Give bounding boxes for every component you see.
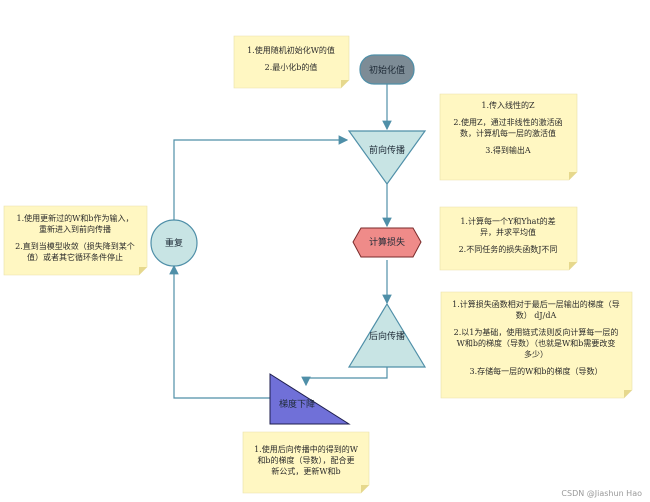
connectors bbox=[169, 84, 392, 399]
arrow-backward-to-descent bbox=[301, 367, 388, 387]
note-line: 1.计算损失函数相对于最后一层输出的梯度（导 bbox=[452, 299, 620, 309]
note-backward-text: 1.计算损失函数相对于最后一层输出的梯度（导数） dJ/dA 2.以1为基础，使用… bbox=[452, 299, 620, 376]
note-loss-text: 1.计算每一个Y和Yhat的差异，并求平均值 2.不同任务的损失函数J不同 bbox=[459, 216, 558, 254]
note-line: 和b的梯度（导数），配合更 bbox=[257, 455, 354, 465]
note-line: 数，计算机每一层的激活值 bbox=[460, 128, 556, 138]
note-forward: 1.传入线性的Z 2.使用Z，通过非线性的激活函数，计算机每一层的激活值 3.得到输… bbox=[439, 93, 578, 181]
note-line: 1.使用后向传播中的得到的W bbox=[254, 444, 359, 454]
note-line: 3.得到输出A bbox=[485, 145, 531, 155]
arrow-descent-to-repeat bbox=[169, 264, 270, 399]
note-init-text: 1.使用随机初始化W的值 2.最小化b的值 bbox=[247, 45, 335, 72]
node-repeat-label: 重复 bbox=[165, 237, 183, 249]
note-repeat-text: 1.使用更新过的W和b作为输入，重新进入到前向传播 2.直到当模型收敛（损失降到某… bbox=[15, 213, 135, 262]
note-line: 1.计算每一个Y和Yhat的差 bbox=[460, 216, 555, 226]
note-line: 3.存储每一层的W和b的梯度（导数） bbox=[470, 366, 603, 376]
node-loss[interactable]: 计算损失 bbox=[352, 227, 422, 258]
note-forward-text: 1.传入线性的Z 2.使用Z，通过非线性的激活函数，计算机每一层的激活值 3.得到输… bbox=[453, 100, 562, 155]
note-init: 1.使用随机初始化W的值 2.最小化b的值 bbox=[233, 35, 350, 89]
node-forward[interactable]: 前向传播 bbox=[347, 130, 427, 186]
note-repeat: 1.使用更新过的W和b作为输入，重新进入到前向传播 2.直到当模型收敛（损失降到某… bbox=[3, 205, 148, 276]
note-line: 异，并求平均值 bbox=[480, 227, 536, 237]
node-init[interactable]: 初始化值 bbox=[359, 54, 415, 85]
note-line: 重新进入到前向传播 bbox=[39, 224, 111, 234]
node-init-label: 初始化值 bbox=[369, 64, 405, 76]
note-line: 2.最小化b的值 bbox=[265, 62, 318, 72]
note-line: 新公式，更新W和b bbox=[271, 466, 340, 476]
note-line: 1.使用更新过的W和b作为输入， bbox=[17, 213, 134, 223]
note-backward: 1.计算损失函数相对于最后一层输出的梯度（导数） dJ/dA 2.以1为基础，使用… bbox=[440, 291, 633, 399]
note-line: 多少） bbox=[524, 349, 548, 359]
node-backward-label: 后向传播 bbox=[369, 330, 405, 342]
node-forward-label: 前向传播 bbox=[369, 144, 405, 156]
node-descent[interactable]: 梯度下降 bbox=[269, 373, 351, 425]
node-descent-label: 梯度下降 bbox=[279, 398, 315, 410]
node-loss-label: 计算损失 bbox=[369, 236, 405, 248]
arrow-repeat-to-forward bbox=[173, 135, 349, 220]
note-line: 2.直到当模型收敛（损失降到某个 bbox=[15, 241, 135, 251]
note-line: 1.使用随机初始化W的值 bbox=[247, 45, 335, 55]
note-line: 2.不同任务的损失函数J不同 bbox=[459, 244, 558, 254]
node-repeat[interactable]: 重复 bbox=[150, 219, 198, 267]
note-line: 1.传入线性的Z bbox=[481, 100, 535, 110]
note-loss: 1.计算每一个Y和Yhat的差异，并求平均值 2.不同任务的损失函数J不同 bbox=[439, 206, 578, 271]
note-line: 数） dJ/dA bbox=[516, 310, 557, 320]
node-backward[interactable]: 后向传播 bbox=[347, 302, 427, 368]
note-line: 2.以1为基础，使用链式法则反向计算每一层的 bbox=[454, 327, 619, 337]
watermark: CSDN @Jiashun Hao bbox=[561, 489, 642, 498]
note-line: 2.使用Z，通过非线性的激活函 bbox=[453, 117, 562, 127]
note-line: 值）或者其它循环条件停止 bbox=[27, 252, 123, 262]
note-line: W和b的梯度（导数）（也就是W和b需要改变 bbox=[457, 338, 616, 348]
